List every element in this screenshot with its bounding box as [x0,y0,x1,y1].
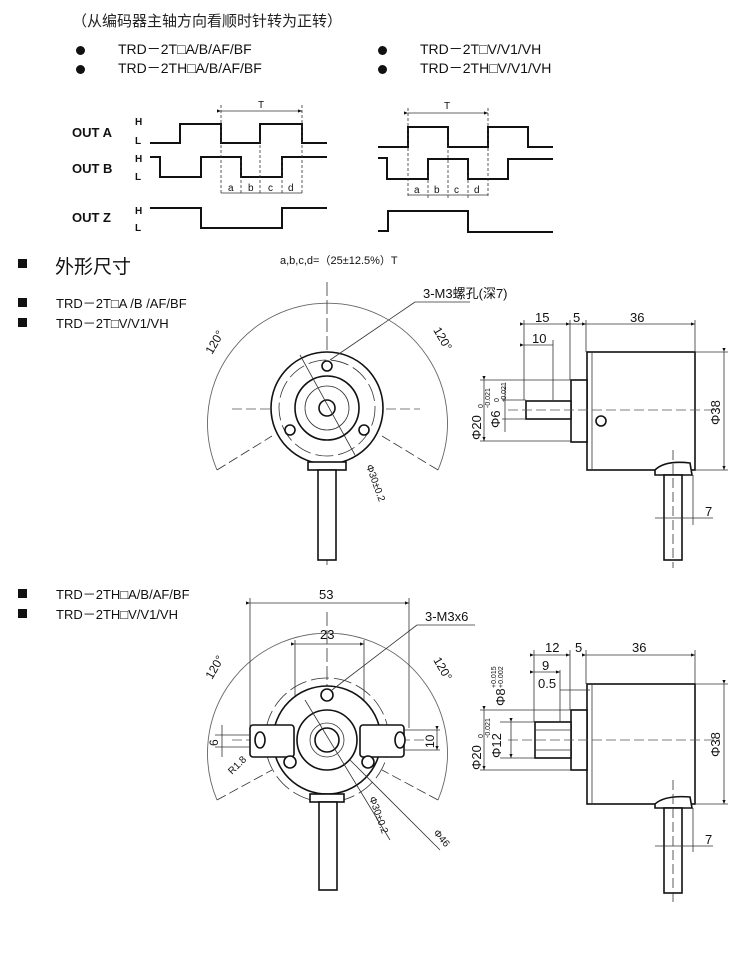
dia-6-tol: -0.021 [501,382,508,402]
radius-label: R1.8 [226,754,249,777]
out-b-wave [150,156,327,178]
phase-b-label: b [434,185,440,196]
out-a-wave [378,126,553,148]
front-view-1: 3-M3螺孔(深7) 120° 120° Φ30±0.2 [202,282,508,565]
model-label: TRD－2TH□V/V1/VH [56,607,178,622]
dim-36: 36 [630,310,644,325]
section-bullet-icon [18,259,27,268]
dim-5: 5 [573,310,580,325]
out-z-label: OUT Z [72,210,111,225]
dim-0-5: 0.5 [538,676,556,691]
out-b-label: OUT B [72,161,113,176]
front-view-2: 53 23 3-M3x6 120° 120° 6 R1.8 10 Φ30±0.2… [202,587,475,891]
bullet-icon [378,46,387,55]
dia-20-tol: -0.021 [485,388,492,408]
period-label: T [444,101,450,112]
angle-left: 120° [202,328,227,357]
dia-12: Φ12 [489,733,504,758]
low-label: L [135,172,142,183]
bullet-icon [18,298,27,307]
dim-15: 15 [535,310,549,325]
bullet-icon [76,46,85,55]
dia-46: Φ46 [431,828,452,850]
dia-6-tol-up: 0 [494,398,501,402]
bullet-icon [18,318,27,327]
out-a-wave [150,123,327,144]
model-label: TRD－2TH□V/V1/VH [420,60,552,76]
phase-c-label: c [454,185,459,196]
dim-7: 7 [705,832,712,847]
dia-38: Φ38 [708,732,723,757]
side-view-2: 12 5 36 9 0.5 Φ8 +0.015 +0.002 Φ20 -0.02… [469,640,728,905]
angle-right: 120° [430,325,455,354]
model-label: TRD－2TH□A/B/AF/BF [118,60,262,76]
out-b-wave [378,157,553,180]
model-label: TRD－2T□A/B/AF/BF [118,41,252,57]
dia-20-tol: -0.021 [485,718,492,738]
hole-callout: 3-M3x6 [425,609,468,624]
dim-9: 9 [542,658,549,673]
dia-8-tol-up: +0.015 [491,666,498,688]
dim-6: 6 [207,739,221,746]
angle-right: 120° [430,655,455,684]
period-label: T [258,100,264,111]
out-z-wave [150,207,327,229]
dia-20-tol-up: 0 [478,734,485,738]
rotation-note: （从编码器主轴方向看顺时针转为正转） [72,12,343,30]
phase-d-label: d [288,183,294,194]
dim-5: 5 [575,640,582,655]
out-z-wave [378,210,553,233]
high-label: H [135,154,143,165]
pcd-label: Φ30±0.2 [363,463,387,503]
model-label: TRD－2T□A /B /AF/BF [56,296,187,311]
phase-c-label: c [268,183,273,194]
model-label: TRD－2T□V/V1/VH [420,41,542,57]
dim-23: 23 [320,627,334,642]
model-label: TRD－2TH□A/B/AF/BF [56,587,190,602]
dim-10: 10 [423,734,437,748]
phase-formula: a,b,c,d=（25±12.5%）T [280,255,398,267]
bullet-icon [378,65,387,74]
high-label: H [135,117,143,128]
dia-38: Φ38 [708,400,723,425]
dim-7: 7 [705,504,712,519]
out-a-label: OUT A [72,125,112,140]
phase-a-label: a [228,183,234,194]
dim-53: 53 [319,587,333,602]
phase-d-label: d [474,185,480,196]
dim-10: 10 [532,331,546,346]
dia-6: Φ6 [488,410,503,428]
dia-20-tol-up: 0 [478,404,485,408]
low-label: L [135,223,142,234]
high-label: H [135,206,143,217]
section-title: 外形尺寸 [55,256,132,278]
dim-36: 36 [632,640,646,655]
bullet-icon [18,609,27,618]
waveform-right: T a b c d [378,101,553,233]
phase-a-label: a [414,185,420,196]
low-label: L [135,136,142,147]
dia-20: Φ20 [469,415,484,440]
dia-20: Φ20 [469,745,484,770]
pcd-label: Φ30±0.2 [366,795,390,835]
dim-12: 12 [545,640,559,655]
angle-left: 120° [202,653,227,682]
bullet-icon [76,65,85,74]
side-view-1: 15 5 36 10 Φ20 -0.021 0 Φ6 -0.021 0 Φ38 … [469,310,728,568]
dia-8-tol-low: +0.002 [498,666,505,688]
hole-callout: 3-M3螺孔(深7) [423,286,508,301]
dia-8: Φ8 [493,688,508,706]
bullet-icon [18,589,27,598]
model-label: TRD－2T□V/V1/VH [56,316,169,331]
waveform-left: T a b c d [150,100,327,229]
phase-b-label: b [248,183,254,194]
